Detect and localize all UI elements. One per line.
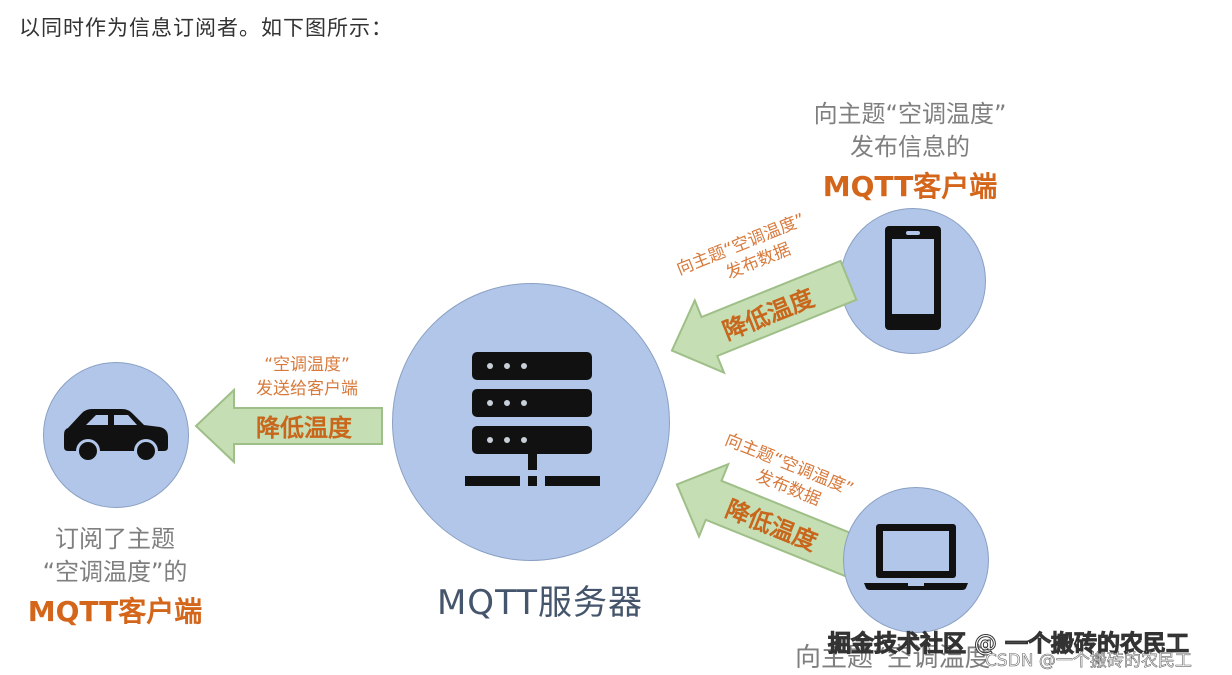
arrow-to-subscriber: 降低温度 <box>194 387 383 465</box>
publisher-top-caption-line1: 向主题“空调温度” <box>813 100 1007 128</box>
smartphone-icon <box>885 226 941 330</box>
intro-text: 以同时作为信息订阅者。如下图所示： <box>19 16 393 40</box>
arrow-left-caption-line1: “空调温度” <box>264 355 350 375</box>
watermark-csdn: CSDN @一个搬砖的农民工 <box>985 651 1192 672</box>
watermark-juejin: 掘金技术社区 @ 一个搬砖的农民工 <box>827 631 1190 658</box>
subscriber-caption-line1: 订阅了主题 <box>55 525 175 553</box>
arrow-bottom-caption: 向主题“空调温度” 发布数据 <box>722 430 856 510</box>
laptop-icon <box>864 524 968 590</box>
publisher-bottom-node <box>843 487 989 633</box>
subscriber-caption-line2: “空调温度”的 <box>42 558 188 586</box>
arrow-left-payload: 降低温度 <box>256 414 353 442</box>
arrow-top-caption: 向主题“空调温度” 发布数据 <box>674 210 808 284</box>
arrow-from-top-publisher: 降低温度 <box>670 259 858 375</box>
arrow-left-caption-line2: 发送给客户端 <box>256 379 358 399</box>
server-label: MQTT服务器 <box>436 583 644 623</box>
publisher-top-client-label: MQTT客户端 <box>822 170 998 203</box>
publisher-bottom-caption-partial: 向主题“空调温度 <box>795 643 991 673</box>
server-icon <box>465 352 600 486</box>
arrow-from-bottom-publisher: 降低温度 <box>675 462 862 578</box>
server-node <box>392 283 670 561</box>
car-icon <box>64 409 168 463</box>
publisher-top-caption-line2: 发布信息的 <box>850 133 970 161</box>
subscriber-node <box>43 362 189 508</box>
publisher-top-node <box>840 208 986 354</box>
subscriber-client-label: MQTT客户端 <box>27 595 203 628</box>
